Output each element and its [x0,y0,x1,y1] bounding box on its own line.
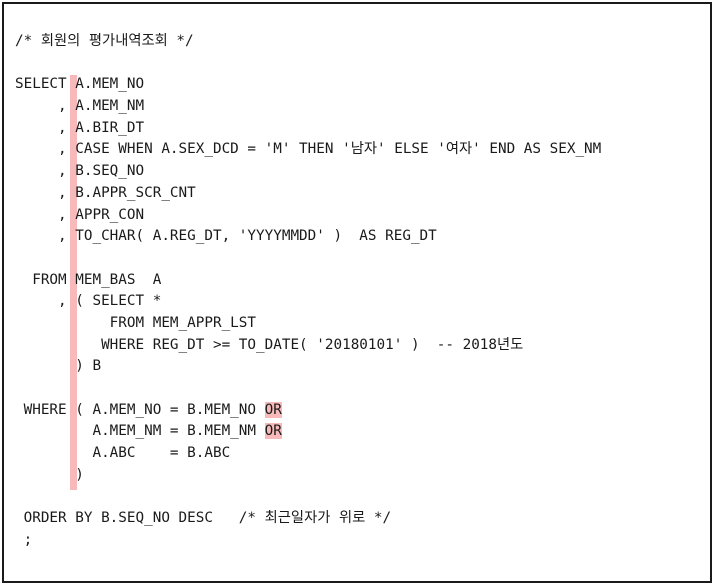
code-line-to-char: , TO_CHAR( A.REG_DT, 'YYYYMMDD' ) AS REG… [15,228,437,245]
where-condition-1: WHERE ( A.MEM_NO = B.MEM_NO [15,401,265,418]
code-line-where-3: A.ABC = B.ABC [15,445,231,462]
code-line-blank [15,378,601,400]
code-line-case: , CASE WHEN A.SEX_DCD = 'M' THEN '남자' EL… [15,141,602,158]
code-line-sub-where: WHERE REG_DT >= TO_DATE( '20180101' ) --… [15,336,524,353]
code-line-subselect: , ( SELECT * [15,293,162,310]
code-line-comment: /* 회원의 평가내역조회 */ [15,33,194,49]
code-line-appr-scr-cnt: , B.APPR_SCR_CNT [15,184,196,201]
code-line-sub-close: ) B [15,358,102,375]
or-keyword-highlight: OR [264,423,282,440]
code-line-blank [15,486,601,508]
code-line-where-2: A.MEM_NM = B.MEM_NM OR [15,421,601,443]
code-line-terminator: ; [15,531,33,548]
code-line-sub-from: FROM MEM_APPR_LST [15,314,257,331]
code-line-blank [15,248,601,270]
sql-code-block: /* 회원의 평가내역조회 */ SELECT A.MEM_NO , A.MEM… [15,31,601,552]
where-condition-2: A.MEM_NM = B.MEM_NM [15,423,265,440]
code-line-where-close: ) [15,466,84,483]
code-line-bir-dt: , A.BIR_DT [15,119,145,136]
highlight-bar [70,75,77,490]
code-line-mem-nm: , A.MEM_NM [15,98,145,115]
code-line-appr-con: , APPR_CON [15,206,145,223]
code-line-where: WHERE ( A.MEM_NO = B.MEM_NO OR [15,400,601,422]
or-keyword-highlight: OR [264,401,282,418]
code-line-order-by: ORDER BY B.SEQ_NO DESC /* 최근일자가 위로 */ [15,510,392,527]
code-line-blank [15,53,601,75]
code-line-seq-no: , B.SEQ_NO [15,163,145,180]
code-line-select: SELECT A.MEM_NO [15,76,145,93]
code-line-from: FROM MEM_BAS A [15,271,162,288]
